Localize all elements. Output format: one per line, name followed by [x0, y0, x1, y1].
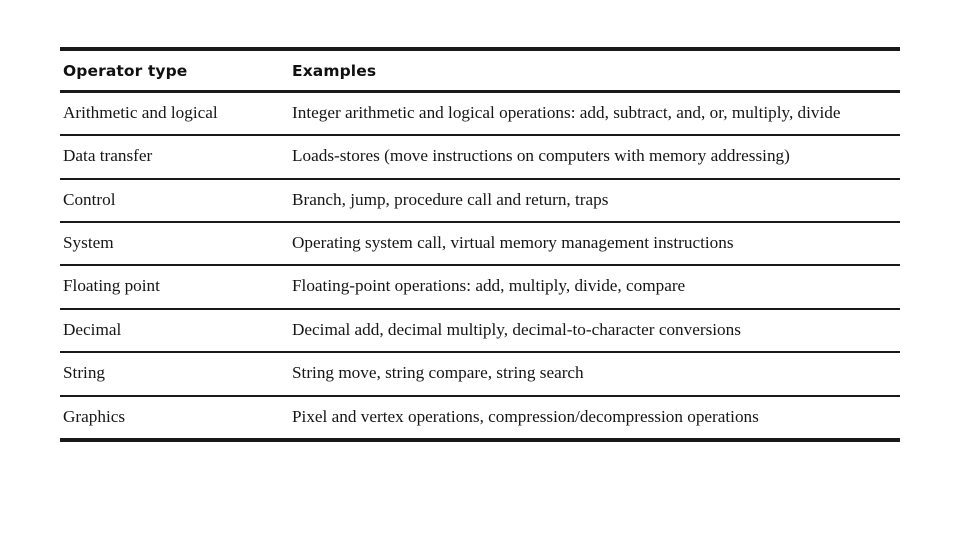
table-row: Decimal Decimal add, decimal multiply, d…	[60, 308, 900, 354]
cell-examples: Branch, jump, procedure call and return,…	[291, 178, 900, 224]
cell-operator-type: System	[60, 222, 291, 267]
cell-examples: Pixel and vertex operations, compression…	[292, 406, 759, 426]
cell-examples: String move, string compare, string sear…	[291, 352, 900, 397]
cell-operator-type: String	[60, 352, 291, 397]
cell-examples: Integer arithmetic and logical operation…	[291, 91, 900, 137]
table-bottom-rule	[60, 437, 900, 442]
table-row: Floating point Floating-point operations…	[60, 265, 900, 310]
cell-examples: Floating-point operations: add, multiply…	[291, 265, 900, 310]
cell-operator-type: Data transfer	[60, 135, 291, 180]
table-top-rule	[60, 47, 900, 51]
table-row: Graphics Pixel and vertex operations, co…	[60, 396, 900, 438]
cell-operator-type: Control	[60, 178, 291, 224]
table-row: Data transfer Loads-stores (move instruc…	[60, 135, 900, 180]
cell-operator-type: Floating point	[60, 265, 291, 310]
column-header-examples: Examples	[291, 51, 900, 93]
table-row: Arithmetic and logical Integer arithmeti…	[60, 91, 900, 137]
cell-examples: Decimal add, decimal multiply, decimal-t…	[291, 308, 900, 354]
cell-examples: Loads-stores (move instructions on compu…	[291, 135, 900, 180]
cell-operator-type: Graphics	[63, 406, 126, 426]
table-body: Arithmetic and logical Integer arithmeti…	[60, 91, 900, 438]
table-header: Operator type Examples	[60, 51, 900, 93]
table-row: Control Branch, jump, procedure call and…	[60, 178, 900, 224]
cell-examples: Operating system call, virtual memory ma…	[291, 222, 900, 267]
cell-operator-type: Decimal	[60, 308, 291, 354]
column-header-operator-type: Operator type	[60, 51, 291, 93]
table-header-row: Operator type Examples	[60, 51, 900, 93]
operator-type-table: Operator type Examples Arithmetic and lo…	[60, 51, 900, 438]
table-row: String String move, string compare, stri…	[60, 352, 900, 397]
cell-operator-type: Arithmetic and logical	[60, 91, 291, 137]
operator-type-table-container: Operator type Examples Arithmetic and lo…	[60, 47, 900, 442]
table-row: System Operating system call, virtual me…	[60, 222, 900, 267]
